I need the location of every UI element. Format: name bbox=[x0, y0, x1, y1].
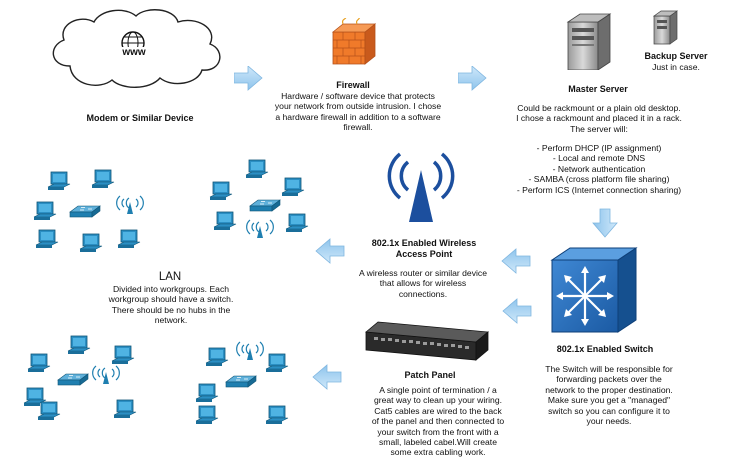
cloud-label: www bbox=[112, 47, 156, 58]
firewall-icon bbox=[329, 18, 379, 66]
backup-server-title: Backup Server bbox=[644, 51, 708, 61]
lan-title: LAN bbox=[158, 271, 182, 283]
arrow-internet-to-firewall bbox=[234, 66, 264, 92]
arrow-wireless-to-lan bbox=[315, 238, 345, 264]
wireless-title: 802.1x Enabled Wireless Access Point bbox=[371, 238, 477, 259]
patch-panel-title: Patch Panel bbox=[404, 370, 456, 380]
workgroup-cluster-top-right bbox=[206, 156, 316, 248]
patch-panel-description: A single point of termination / a great … bbox=[371, 385, 505, 458]
arrow-firewall-to-server bbox=[458, 66, 488, 92]
master-server-description: Could be rackmount or a plain old deskto… bbox=[516, 103, 682, 134]
master-server-title: Master Server bbox=[568, 84, 628, 94]
arrow-switch-to-wireless bbox=[501, 248, 531, 274]
modem-title: Modem or Similar Device bbox=[86, 113, 194, 123]
backup-server-description: Just in case. bbox=[652, 62, 700, 72]
workgroup-cluster-bottom-left bbox=[20, 332, 150, 424]
firewall-title: Firewall bbox=[336, 80, 370, 90]
arrow-switch-to-patch-panel bbox=[502, 298, 532, 324]
switch-title: 802.1x Enabled Switch bbox=[556, 344, 654, 354]
firewall-description: Hardware / software device that protects… bbox=[274, 91, 442, 133]
master-server-tasks: - Perform DHCP (IP assignment) - Local a… bbox=[516, 143, 682, 195]
lan-description: Divided into workgroups. Each workgroup … bbox=[108, 284, 234, 326]
main-switch-icon bbox=[548, 244, 642, 336]
arrow-patch-panel-to-lan bbox=[312, 364, 342, 390]
workgroup-cluster-top-left bbox=[26, 168, 146, 254]
wireless-ap-icon bbox=[380, 142, 462, 224]
wireless-description: A wireless router or similar device that… bbox=[359, 268, 487, 299]
switch-description: The Switch will be responsible for forwa… bbox=[545, 364, 673, 427]
backup-server-icon bbox=[650, 8, 680, 46]
workgroup-cluster-bottom-right bbox=[190, 338, 300, 430]
patch-panel-icon bbox=[364, 318, 494, 362]
master-server-icon bbox=[562, 12, 618, 70]
arrow-server-to-switch bbox=[592, 208, 618, 238]
